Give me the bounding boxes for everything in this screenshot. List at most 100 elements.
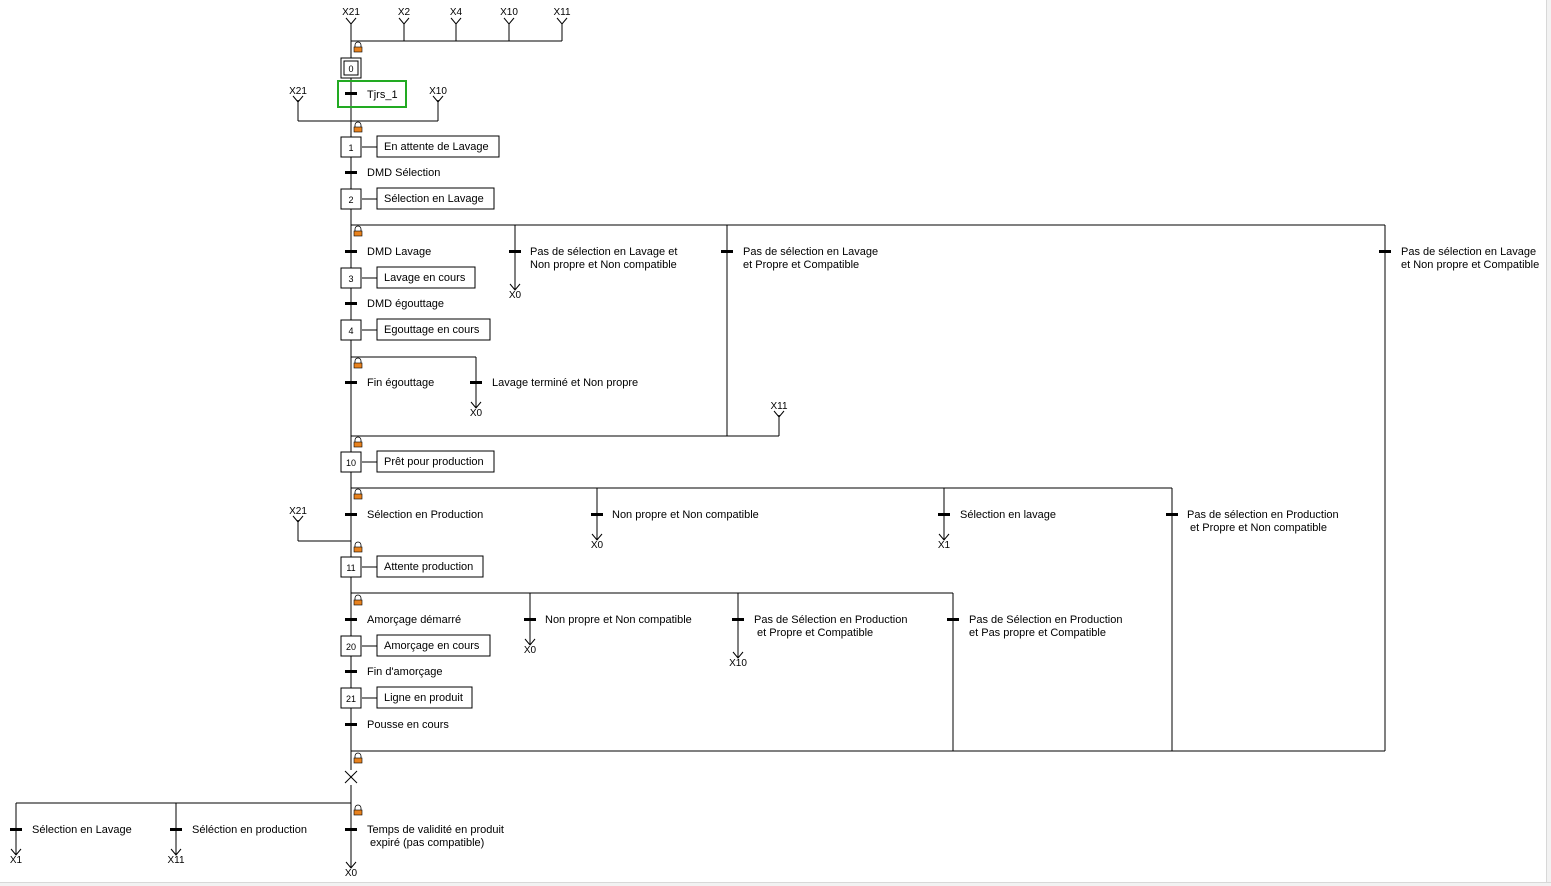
transition-bar[interactable] [345,92,357,95]
lock-icon [353,541,363,553]
lock-icon [353,121,363,133]
ref-label: X21 [289,86,307,97]
action-box[interactable] [376,634,491,657]
action-label: En attente de Lavage [384,141,489,153]
transition-label: et Propre et Non compatible [1190,522,1327,534]
transition-bar[interactable] [938,513,950,516]
transition-label: Fin d'amorçage [367,666,442,678]
ref-label: X10 [500,7,518,18]
ref-label: X2 [398,7,411,18]
ref-label: X0 [470,408,483,419]
lock-icon [353,436,363,448]
action-labels: En attente de Lavage Sélection en Lavage… [384,141,489,704]
step-box[interactable] [340,451,362,473]
lock-icon [353,41,363,53]
window-edge-right [1546,0,1551,886]
action-box[interactable] [376,555,484,578]
transition-label: Pas de sélection en Lavage [1401,246,1536,258]
transition-bar[interactable] [732,618,744,621]
transition-label: Non propre et Non compatible [530,259,677,271]
transition-bar[interactable] [345,618,357,621]
lock-icon [353,225,363,237]
step-box[interactable] [340,136,362,158]
action-label: Amorçage en cours [384,640,480,652]
transition-label: et Propre et Compatible [743,259,859,271]
transition-bar[interactable] [345,381,357,384]
action-box[interactable] [376,686,473,709]
transition-bar[interactable] [524,618,536,621]
step-numbers: 1 2 3 4 10 11 20 21 [346,143,356,704]
transition-label: Temps de validité en produit [367,824,504,836]
action-box[interactable] [376,318,491,341]
transition-bar[interactable] [345,302,357,305]
step-box[interactable] [340,188,362,210]
transition-bar[interactable] [345,828,357,831]
transition-bar[interactable] [10,828,22,831]
action-label: Egouttage en cours [384,324,480,336]
transition-bar[interactable] [345,670,357,673]
action-box[interactable] [376,135,500,158]
transition-label: DMD égouttage [367,298,444,310]
transition-label: expiré (pas compatible) [370,837,484,849]
transition-label: Sélection en Production [367,509,483,521]
step-number: 11 [346,563,355,573]
transition-bar[interactable] [345,171,357,174]
transition-label: Lavage terminé et Non propre [492,377,638,389]
action-label: Sélection en Lavage [384,193,484,205]
transition-labels: DMD Sélection DMD Lavage Pas de sélectio… [32,167,1539,849]
lock-icon [353,594,363,606]
transition-bar[interactable] [170,828,182,831]
ref-label: X10 [729,658,747,669]
ref-label: X0 [591,540,604,551]
transition-label: Amorçage démarré [367,614,461,626]
transition-label: Pas de Sélection en Production [754,614,908,626]
transition-label: et Non propre et Compatible [1401,259,1539,271]
ref-label: X11 [167,855,184,866]
window-edge-bottom [0,882,1551,886]
ref-label: X21 [289,506,307,517]
step-number: 0 [348,64,353,74]
action-label: Ligne en produit [384,692,463,704]
lock-icon [353,488,363,500]
lock-icon [353,357,363,369]
transition-label: Sélection en Lavage [32,824,132,836]
ref-label: X0 [524,645,537,656]
connection-lines [15,24,1386,868]
transition-bar[interactable] [345,513,357,516]
transition-label: Sélection en lavage [960,509,1056,521]
step-number: 2 [348,195,353,205]
transition-bar[interactable] [1379,250,1391,253]
action-box[interactable] [376,450,495,473]
lock-icons [353,41,363,816]
transition-bar[interactable] [345,723,357,726]
step-box[interactable] [340,319,362,341]
transition-label: Pousse en cours [367,719,449,731]
transition-bar[interactable] [591,513,603,516]
step-number: 10 [346,458,356,468]
ref-label: X1 [10,855,23,866]
lock-icon [353,752,363,764]
initial-step-box[interactable]: 0 [340,57,362,79]
action-boxes [376,135,500,709]
action-box[interactable] [376,266,476,289]
step-box[interactable] [340,267,362,289]
transition-bar[interactable] [721,250,733,253]
transition-bar[interactable] [947,618,959,621]
selected-transition-frame[interactable] [337,80,407,108]
transition-label: et Propre et Compatible [757,627,873,639]
transition-label: Pas de Sélection en Production [969,614,1123,626]
step-boxes [340,136,362,709]
step-box[interactable] [340,556,362,578]
transition-bar[interactable] [509,250,521,253]
transition-label: DMD Lavage [367,246,431,258]
ref-label: X11 [770,401,787,412]
transition-label: Tjrs_1 [367,89,398,101]
transition-bar[interactable] [470,381,482,384]
action-box[interactable] [376,187,495,210]
transition-bar[interactable] [1166,513,1178,516]
step-box[interactable] [340,635,362,657]
transition-bar[interactable] [345,250,357,253]
step-box[interactable] [340,687,362,709]
transition-label: DMD Sélection [367,167,440,179]
